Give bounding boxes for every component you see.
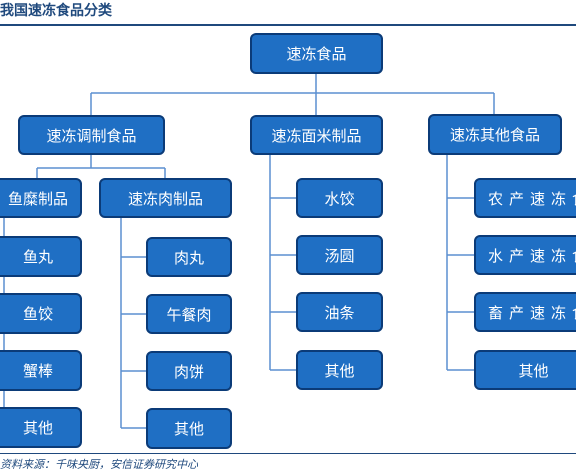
surimi-item-1: 鱼丸 xyxy=(0,236,82,277)
other-food-item-4: 其他 xyxy=(474,350,576,390)
subcategory-node-surimi: 鱼糜制品 xyxy=(0,178,82,218)
title-divider xyxy=(0,24,576,26)
surimi-item-3: 蟹棒 xyxy=(0,350,82,391)
meat-item-1: 肉丸 xyxy=(146,237,232,277)
other-food-item-1: 农产速冻食 xyxy=(474,178,576,218)
root-node: 速冻食品 xyxy=(250,33,383,74)
category-node-flour-rice: 速冻面米制品 xyxy=(250,115,383,155)
flour-rice-item-4: 其他 xyxy=(296,350,383,390)
meat-item-3: 肉饼 xyxy=(146,351,232,391)
footer-divider xyxy=(0,453,576,454)
subcategory-node-meat: 速冻肉制品 xyxy=(99,178,232,218)
category-node-other-food: 速冻其他食品 xyxy=(428,114,562,155)
meat-item-2: 午餐肉 xyxy=(146,294,232,334)
other-food-item-3: 畜产速冻食 xyxy=(474,292,576,332)
category-node-prepared-food: 速冻调制食品 xyxy=(18,115,165,155)
flour-rice-item-3: 油条 xyxy=(296,292,383,332)
flour-rice-item-2: 汤圆 xyxy=(296,235,383,275)
meat-item-4: 其他 xyxy=(146,408,232,449)
flour-rice-item-1: 水饺 xyxy=(296,178,383,218)
diagram-title: 我国速冻食品分类 xyxy=(0,3,112,19)
surimi-item-4: 其他 xyxy=(0,407,82,448)
surimi-item-2: 鱼饺 xyxy=(0,293,82,334)
source-note: 资料来源：千味央厨，安信证券研究中心 xyxy=(0,458,198,471)
other-food-item-2: 水产速冻食 xyxy=(474,235,576,275)
